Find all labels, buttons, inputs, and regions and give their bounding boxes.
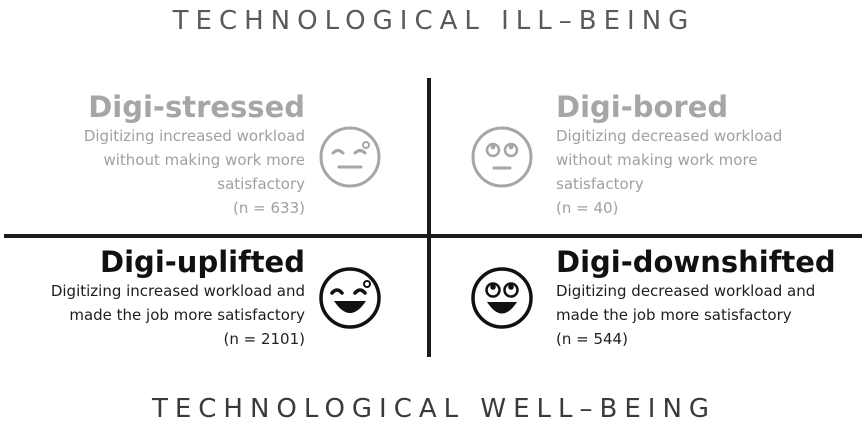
- eye-roll-face-icon: [469, 124, 535, 190]
- quadrant-digi-stressed: Digi-stressed Digitizing increased workl…: [5, 90, 305, 220]
- quadrant-title: Digi-uplifted: [100, 245, 305, 279]
- winking-tired-face-icon: [317, 124, 383, 190]
- quadrant-title: Digi-downshifted: [556, 245, 836, 279]
- sample-size: (n = 40): [556, 199, 619, 217]
- quadrant-description-line: without making work more: [103, 151, 305, 169]
- quadrant-digi-uplifted: Digi-uplifted Digitizing increased workl…: [0, 245, 305, 351]
- quadrant-description-line: made the job more satisfactory: [556, 306, 792, 324]
- quadrant-description-line: Digitizing increased workload and: [50, 282, 305, 300]
- well-being-axis-label: TECHNOLOGICAL WELL–BEING: [151, 394, 717, 424]
- quadrant-digi-downshifted: Digi-downshifted Digitizing decreased wo…: [556, 245, 866, 351]
- quadrant-description-line: Digitizing decreased workload: [556, 127, 783, 145]
- quadrant-description-line: satisfactory: [556, 175, 644, 193]
- quadrant-description-line: without making work more: [556, 151, 758, 169]
- ill-being-axis-label: TECHNOLOGICAL ILL–BEING: [172, 6, 696, 36]
- vertical-divider: [427, 78, 431, 357]
- quadrant-title: Digi-bored: [556, 90, 729, 124]
- quadrant-digi-bored: Digi-bored Digitizing decreased workload…: [556, 90, 856, 220]
- quadrant-description-line: made the job more satisfactory: [69, 306, 305, 324]
- quadrant-title: Digi-stressed: [88, 90, 305, 124]
- laughing-face-icon: [317, 265, 383, 331]
- sample-size: (n = 544): [556, 330, 628, 348]
- sample-size: (n = 633): [233, 199, 305, 217]
- sample-size: (n = 2101): [223, 330, 306, 348]
- quadrant-description-line: satisfactory: [217, 175, 305, 193]
- quadrant-description-line: Digitizing increased workload: [83, 127, 305, 145]
- grinning-eyes-up-face-icon: [469, 265, 535, 331]
- horizontal-divider: [4, 234, 862, 238]
- quadrant-description-line: Digitizing decreased workload and: [556, 282, 816, 300]
